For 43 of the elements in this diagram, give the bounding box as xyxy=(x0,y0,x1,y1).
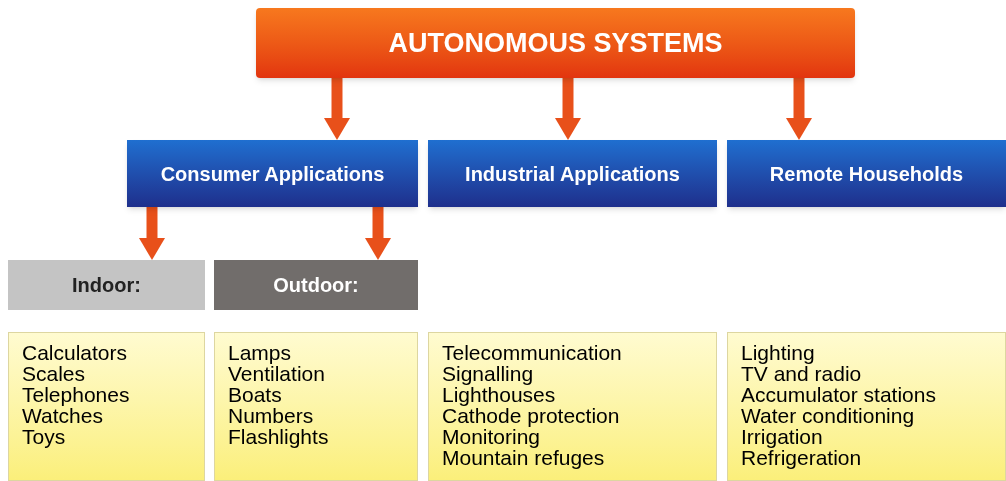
subcategory-box xyxy=(214,260,418,310)
list-item: Mountain refuges xyxy=(442,447,606,468)
list-item: Watches xyxy=(22,405,103,426)
category-box xyxy=(428,140,717,207)
arrow xyxy=(555,78,581,140)
list-item: Accumulator stations xyxy=(741,384,937,405)
arrow xyxy=(324,78,350,140)
list-item: Cathode protection xyxy=(442,405,621,426)
list-item: Toys xyxy=(22,426,67,447)
title-text: AUTONOMOUS SYSTEMS xyxy=(388,26,723,60)
list-item: Scales xyxy=(22,363,87,384)
subcategory-label: Indoor: xyxy=(72,273,141,298)
list-item: Ventilation xyxy=(228,363,326,384)
arrow xyxy=(139,207,165,260)
list-item: Numbers xyxy=(228,405,315,426)
list-item: Telecommunication xyxy=(442,342,623,363)
list-item: Lighting xyxy=(741,342,816,363)
list-item: Lamps xyxy=(228,342,293,363)
list-item: Refrigeration xyxy=(741,447,863,468)
list-item: Calculators xyxy=(22,342,129,363)
subcategory-box xyxy=(8,260,205,310)
list-item: Flashlights xyxy=(228,426,330,447)
list-item: Boats xyxy=(228,384,283,405)
arrow xyxy=(365,207,391,260)
category-label: Consumer Applications xyxy=(160,161,385,187)
list-item: Lighthouses xyxy=(442,384,557,405)
list-item: TV and radio xyxy=(741,363,863,384)
category-label: Industrial Applications xyxy=(465,161,680,187)
list-box xyxy=(8,332,205,481)
list-box xyxy=(428,332,717,481)
list-box xyxy=(727,332,1006,481)
arrow xyxy=(786,78,812,140)
list-item: Irrigation xyxy=(741,426,823,447)
category-box xyxy=(727,140,1006,207)
list-item: Water conditioning xyxy=(741,405,916,426)
list-item: Monitoring xyxy=(442,426,541,447)
list-item: Telephones xyxy=(22,384,131,405)
subcategory-label: Outdoor: xyxy=(273,273,359,298)
category-label: Remote Households xyxy=(769,161,964,187)
title-box xyxy=(256,8,855,78)
category-box xyxy=(127,140,418,207)
list-box xyxy=(214,332,418,481)
list-item: Signalling xyxy=(442,363,535,384)
